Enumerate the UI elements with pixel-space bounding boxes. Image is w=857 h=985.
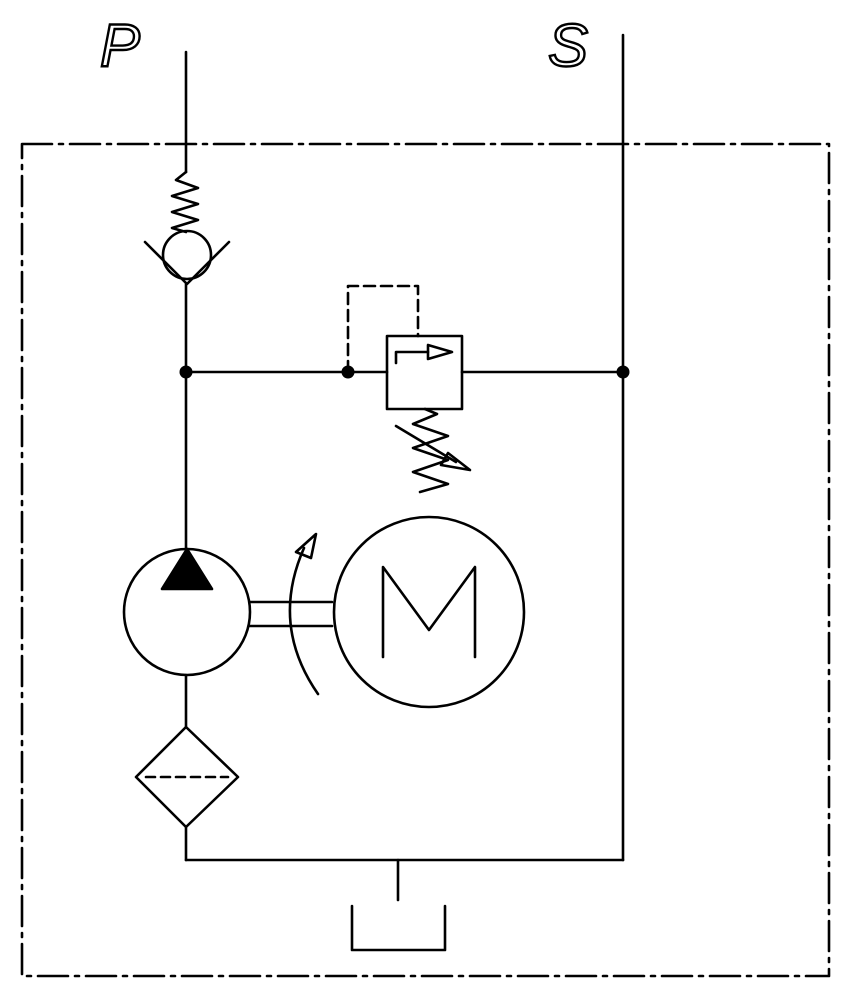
junction-dot-right [616,365,630,379]
enclosure-boundary [20,142,831,978]
relief-valve-spring [411,407,450,494]
relief-valve-flow-path [394,350,430,365]
spring-adjust-arrow [439,451,472,472]
electric-motor [332,515,526,709]
check-valve-ball [161,229,213,281]
port-s-label: S [548,12,588,79]
hydraulic-pump [122,547,252,677]
junction-dot-left [179,365,193,379]
check-valve-spring [170,170,200,234]
pressure-relief-valve [346,284,472,494]
rotation-arrow-head [294,532,318,560]
check-valve [143,170,231,286]
junction-dot-pilot [341,365,355,379]
reservoir-tank [350,904,447,952]
relief-valve-body [385,334,464,411]
motor-m-symbol [381,565,477,659]
relief-valve-arrow [426,343,454,361]
filter [134,725,240,829]
rotation-arc [288,546,320,696]
port-p-label: P [100,12,140,79]
relief-pilot-line [346,284,420,374]
motor-circle [332,515,526,709]
pump-flow-triangle [160,547,214,591]
